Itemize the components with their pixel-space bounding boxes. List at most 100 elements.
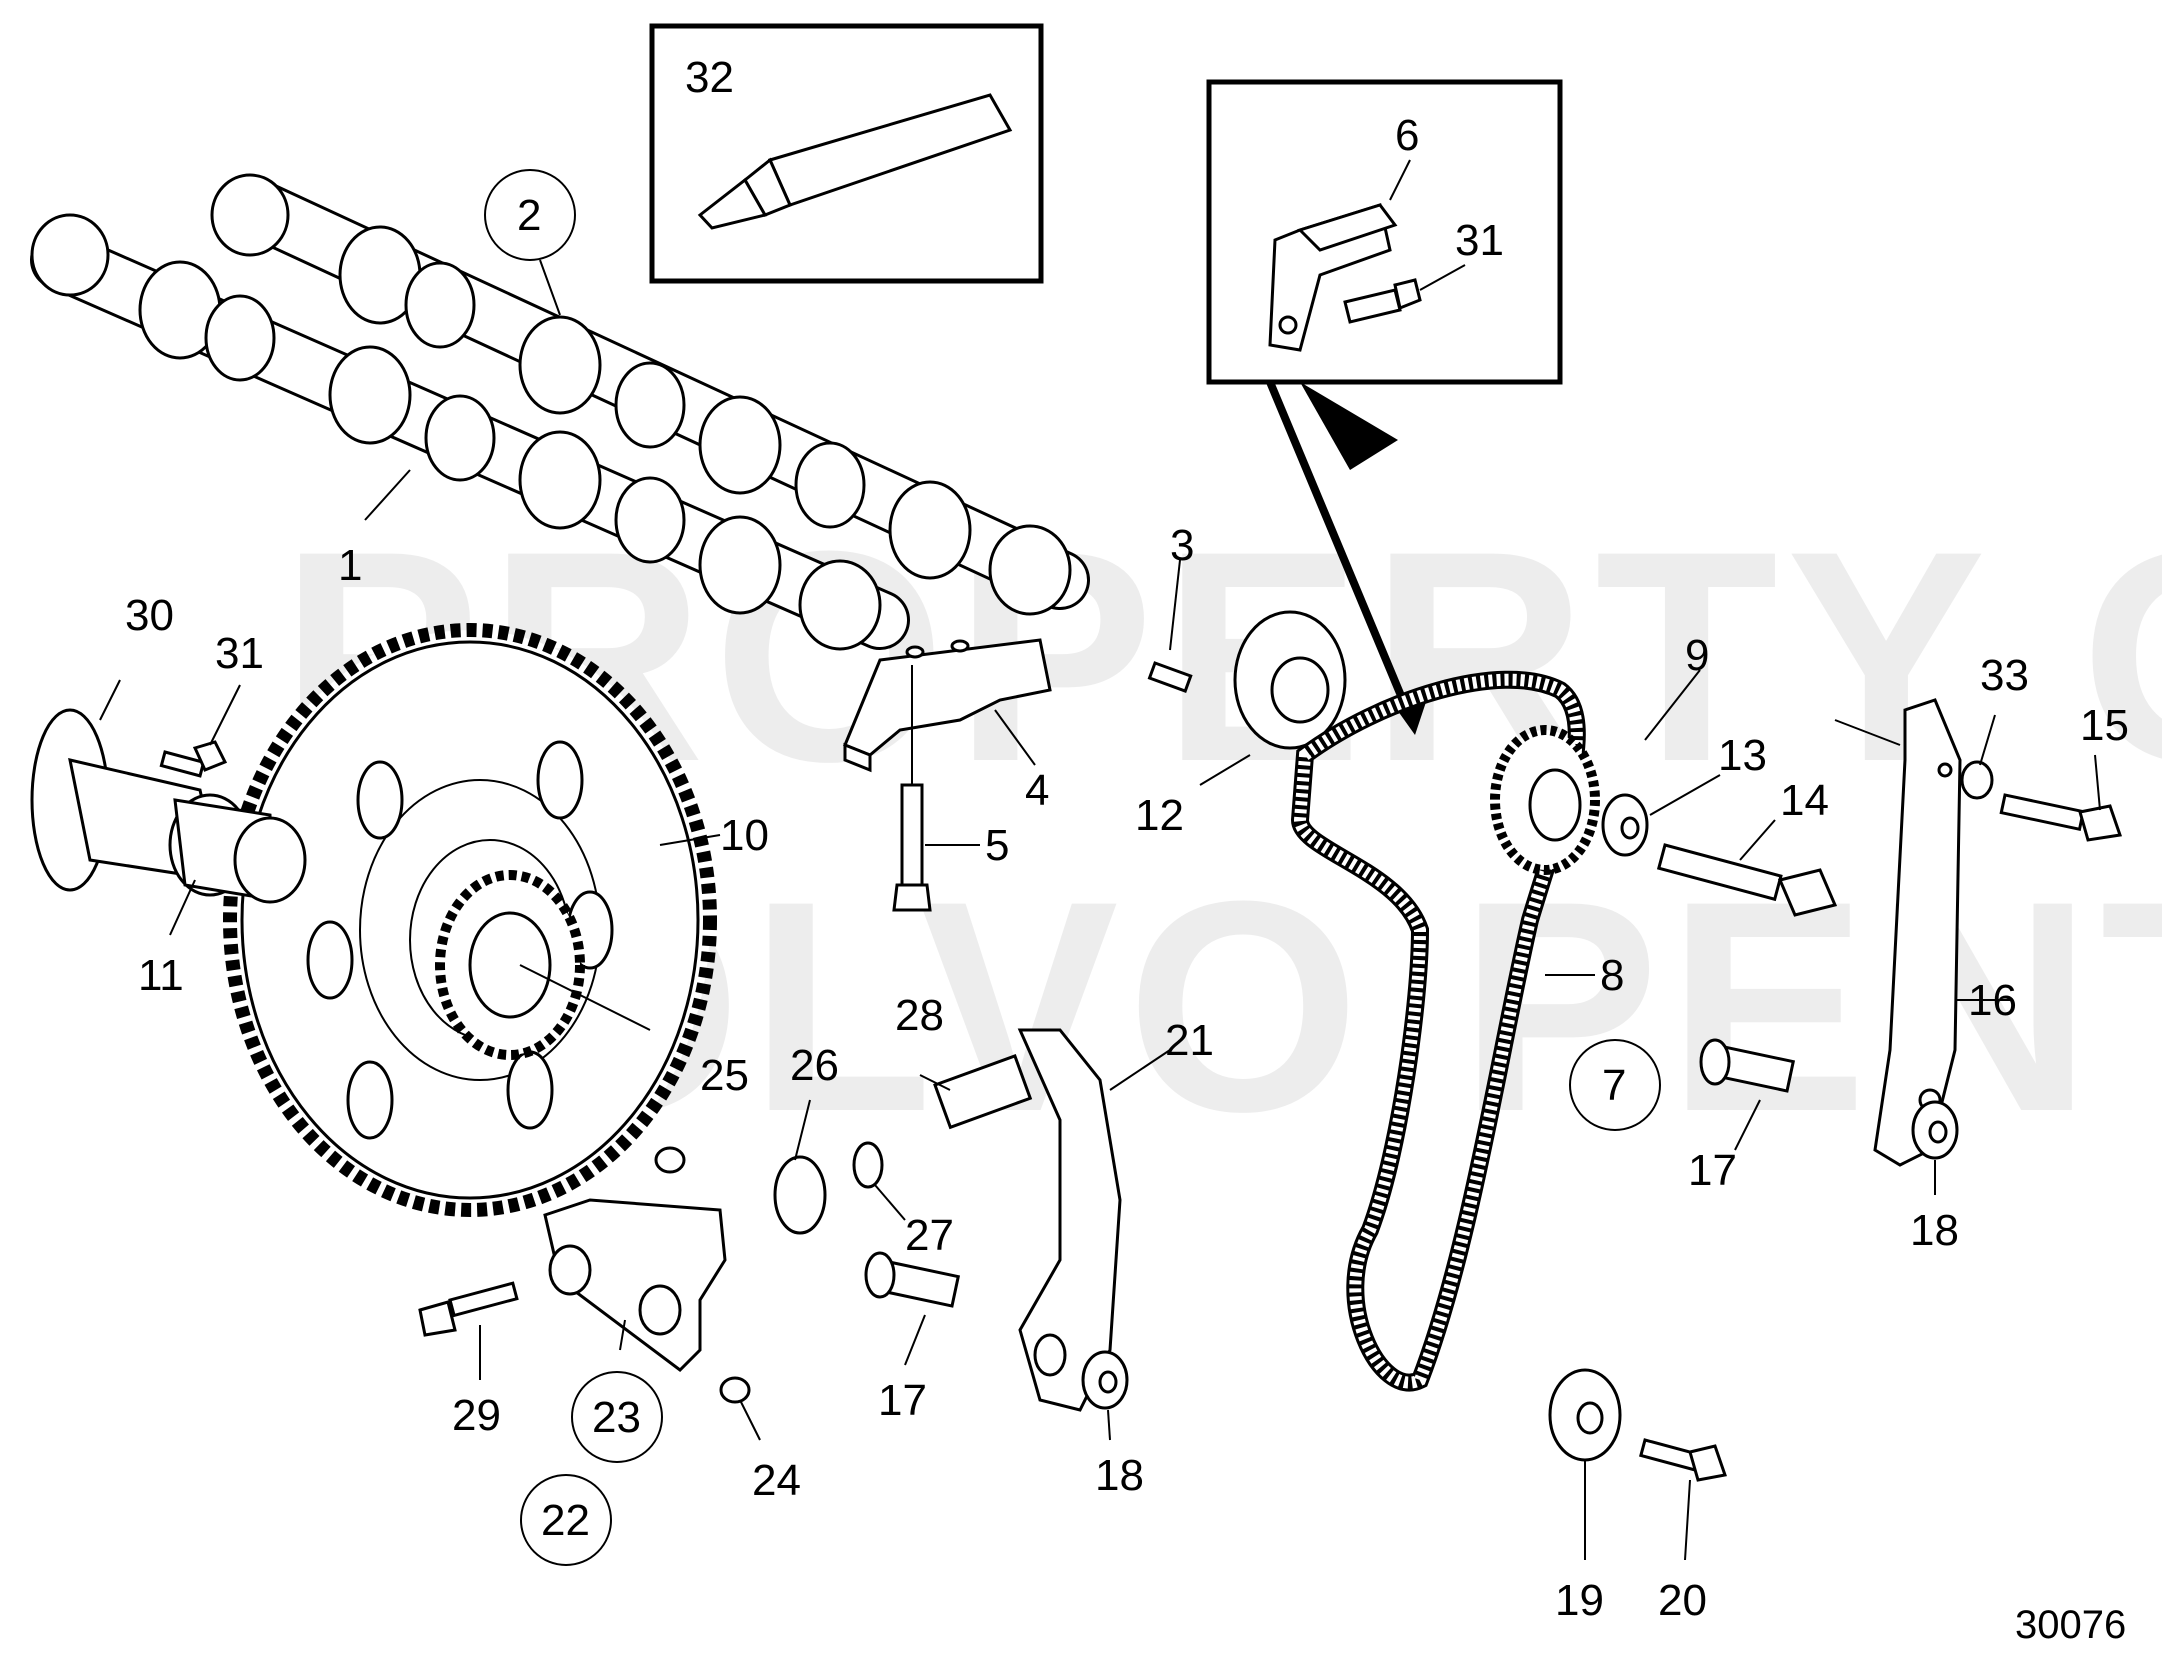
leader-27: [874, 1184, 906, 1221]
leader-26: [794, 1099, 811, 1161]
callout-3: 3: [1170, 521, 1194, 570]
bolt-29: [418, 1281, 519, 1337]
camshaft-gear: [223, 623, 717, 1217]
leader-9: [1644, 669, 1701, 741]
washer-18a: [1081, 1350, 1129, 1410]
thrust-plate: [1233, 610, 1347, 750]
callout-17a: 17: [878, 1376, 927, 1425]
o-ring-26: [773, 1155, 827, 1235]
timing-chain: [1290, 670, 1586, 1392]
callout-circle-23: [571, 1371, 663, 1463]
washer-19: [1548, 1368, 1622, 1462]
washer-13: [1601, 793, 1649, 857]
washer-18b: [1911, 1100, 1959, 1160]
leader-10: [659, 834, 721, 846]
plug-25: [654, 1146, 686, 1174]
leader-33: [1979, 714, 1996, 766]
callout-24: 24: [752, 1456, 801, 1505]
leader-14: [1739, 819, 1776, 861]
washer-33: [1960, 760, 1994, 800]
callout-23: 23: [592, 1393, 641, 1442]
dowel-pin: [1147, 661, 1193, 693]
bolt-15: [1999, 793, 2123, 842]
callout-29: 29: [452, 1391, 501, 1440]
o-ring-27: [852, 1141, 884, 1189]
callout-31a: 31: [215, 629, 264, 678]
callout-6: 6: [1395, 111, 1419, 160]
callout-14: 14: [1780, 776, 1829, 825]
pin-17b: [1699, 1038, 1796, 1093]
leader-16-top: [1834, 719, 1901, 746]
callout-25: 25: [700, 1051, 749, 1100]
callout-26: 26: [790, 1041, 839, 1090]
callout-circle-22: [520, 1474, 612, 1566]
callout-33: 33: [1980, 651, 2029, 700]
callout-21: 21: [1165, 1016, 1214, 1065]
callout-5: 5: [985, 821, 1009, 870]
bearing-cap: [843, 638, 1052, 773]
bolt-20: [1639, 1438, 1727, 1482]
callout-20: 20: [1658, 1576, 1707, 1625]
callout-circle-7: [1569, 1039, 1661, 1131]
callout-22: 22: [541, 1496, 590, 1545]
leader-3: [1169, 559, 1181, 651]
cap-bolt: [892, 665, 932, 912]
leader-18a: [1107, 1409, 1111, 1441]
callout-18a: 18: [1095, 1451, 1144, 1500]
guide-rail: [1017, 1028, 1122, 1412]
leader-11: [169, 879, 196, 936]
callout-17b: 17: [1688, 1146, 1737, 1195]
camshaft-intake: [210, 173, 1090, 616]
leader-12: [1199, 754, 1251, 786]
insert-box-bracket: [1206, 79, 1563, 735]
leader-1: [364, 469, 411, 521]
callout-15: 15: [2080, 701, 2129, 750]
callout-1: 1: [338, 541, 362, 590]
drawing-number: 30076: [2015, 1603, 2126, 1647]
chain-tensioner: [543, 1198, 727, 1372]
pin-17a: [864, 1251, 961, 1308]
callout-18b: 18: [1910, 1206, 1959, 1255]
leader-17a: [904, 1314, 926, 1366]
callout-4: 4: [1025, 766, 1049, 815]
callout-8: 8: [1600, 951, 1624, 1000]
callout-30: 30: [125, 591, 174, 640]
callout-7: 7: [1602, 1061, 1626, 1110]
leader-24: [739, 1399, 761, 1441]
leader-13: [1649, 774, 1721, 816]
bolt-31a: [159, 740, 228, 778]
callout-31b: 31: [1455, 216, 1504, 265]
camshaft-exhaust: [30, 213, 910, 651]
leader-23: [619, 1319, 626, 1351]
callout-2: 2: [517, 191, 541, 240]
sprocket: [1490, 725, 1600, 875]
leader-28: [919, 1074, 951, 1091]
leader-31b: [1419, 264, 1466, 291]
flange-hub: [30, 708, 307, 904]
leader-30: [99, 679, 121, 721]
callout-19: 19: [1555, 1576, 1604, 1625]
callout-32: 32: [685, 53, 734, 102]
callout-28: 28: [895, 991, 944, 1040]
leader-21: [1109, 1049, 1171, 1091]
callout-16: 16: [1968, 976, 2017, 1025]
bolt-14: [1656, 843, 1838, 917]
callout-10: 10: [720, 811, 769, 860]
leader-17b: [1734, 1099, 1761, 1151]
leader-4: [994, 709, 1036, 766]
leader-2: [539, 259, 561, 316]
insert-box-sealant: [649, 23, 1044, 284]
callout-12: 12: [1135, 791, 1184, 840]
leader-25: [519, 964, 651, 1031]
callout-9: 9: [1685, 631, 1709, 680]
leader-31a: [209, 684, 241, 746]
callout-13: 13: [1718, 731, 1767, 780]
callout-27: 27: [905, 1211, 954, 1260]
plug-24: [719, 1376, 751, 1404]
callout-circle-2: [484, 169, 576, 261]
plunger-28: [933, 1054, 1033, 1130]
leader-6: [1389, 159, 1411, 201]
leader-20: [1684, 1479, 1691, 1561]
leader-15: [2094, 754, 2101, 811]
